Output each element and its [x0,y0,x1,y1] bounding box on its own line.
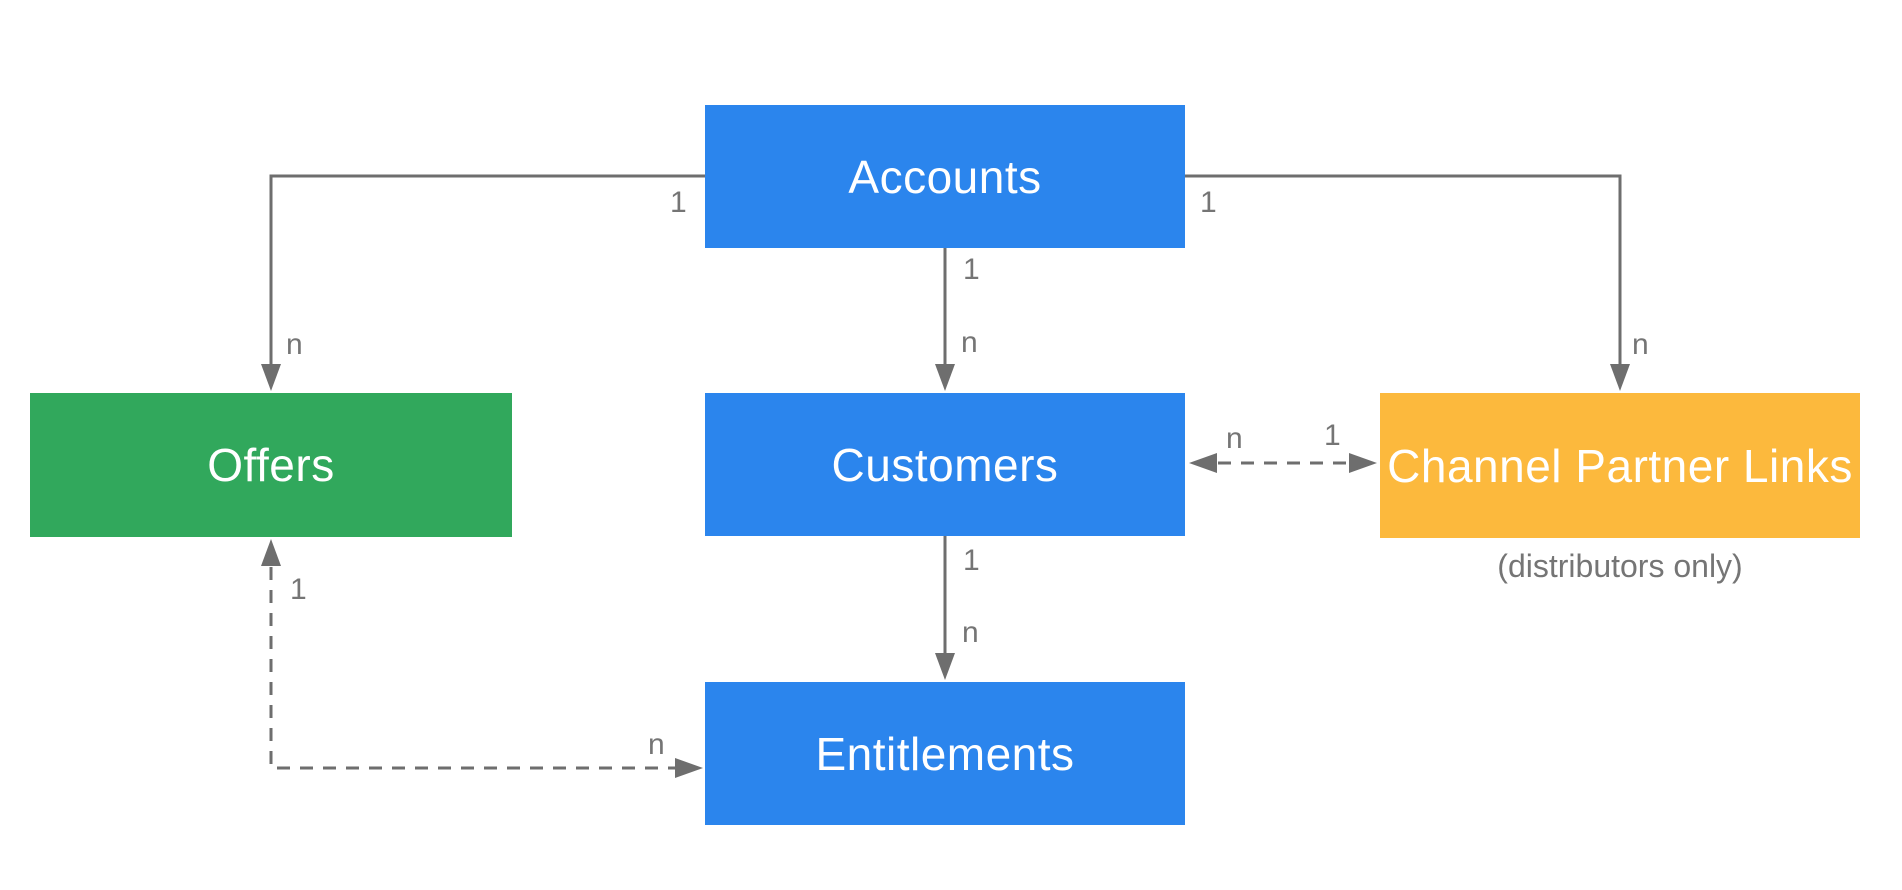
arrowhead-down-icon [261,364,281,391]
edge-accounts-customers [935,248,955,391]
cardinality-label-offers-entitlements-n: n [648,728,665,761]
cardinality-label-customers-cpl-1: 1 [1324,419,1341,452]
cardinality-label-customers-cpl-n: n [1226,422,1243,455]
edge-accounts-channel-partner-links-line [1185,174,1622,365]
cardinality-label-accounts-offers-1: 1 [670,186,687,219]
arrowhead-down-icon [935,653,955,680]
edge-accounts-channel-partner-links [1185,174,1630,391]
cardinality-label-accounts-offers-n: n [286,328,303,361]
arrowhead-down-icon [935,364,955,391]
channel-partner-links-caption: (distributors only) [1497,548,1743,584]
edge-customers-channel-partner-links [1189,453,1377,473]
cardinality-label-customers-entitlements-n: n [962,616,979,649]
arrowhead-right-icon [1349,453,1377,473]
arrowhead-left-icon [1189,453,1217,473]
arrowhead-right-icon [675,758,703,778]
edge-offers-entitlements [261,539,703,778]
cardinality-label-accounts-cpl-1: 1 [1200,186,1217,219]
cardinality-label-accounts-customers-n: n [961,326,978,359]
node-offers: Offers [30,393,512,537]
node-customers: Customers [705,393,1185,536]
arrowhead-down-icon [1610,364,1630,391]
node-accounts: Accounts [705,105,1185,248]
node-channel-partner-links: Channel Partner Links [1380,393,1860,538]
edge-customers-entitlements [935,536,955,680]
edge-accounts-offers-line [269,174,705,365]
arrowhead-up-icon [261,539,281,566]
cardinality-label-customers-entitlements-1: 1 [963,544,980,577]
cardinality-label-accounts-cpl-n: n [1632,328,1649,361]
cardinality-label-accounts-customers-1: 1 [963,253,980,286]
edge-accounts-offers [261,174,705,391]
cardinality-label-offers-entitlements-1: 1 [290,573,307,606]
edge-offers-entitlements-line [269,567,676,770]
node-entitlements: Entitlements [705,682,1185,825]
